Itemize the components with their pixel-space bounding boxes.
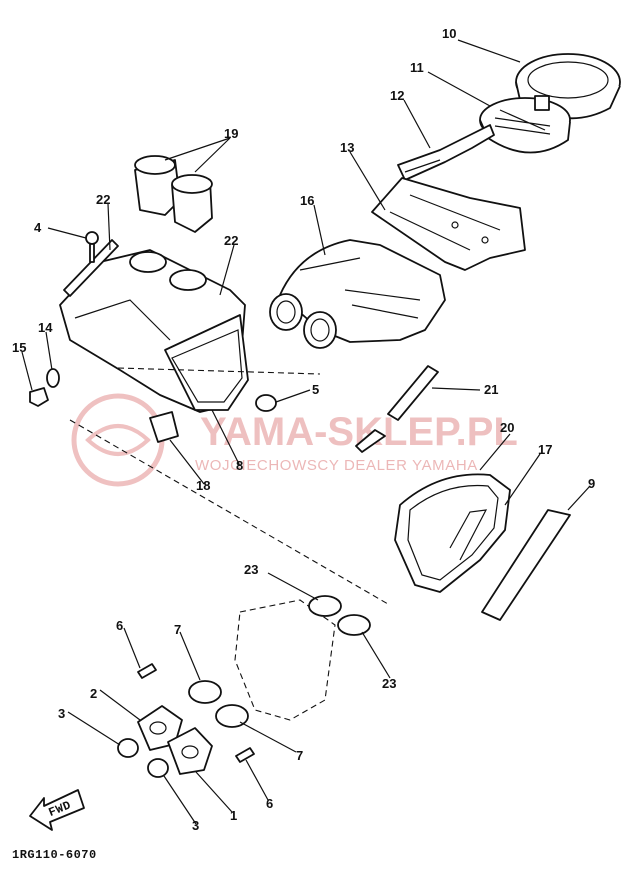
part-7-clamp-upper <box>188 680 222 704</box>
callout-18: 18 <box>196 478 210 493</box>
part-13-gasket-plate <box>371 177 526 271</box>
callout-22-left: 22 <box>96 192 110 207</box>
watermark: YAMA-SKLEP.PL WOJCIECHOWSCY DEALER YAMAH… <box>71 393 518 487</box>
callout-15: 15 <box>12 340 26 355</box>
part-22-seal-strip <box>63 239 119 297</box>
part-4-screw <box>85 231 99 263</box>
callout-21: 21 <box>484 382 498 397</box>
callout-14: 14 <box>38 320 53 335</box>
callout-3-upper: 3 <box>58 706 65 721</box>
part-7-clamp-lower <box>215 704 249 728</box>
callout-19: 19 <box>224 126 238 141</box>
diagram-reference-code: 1RG110-6070 <box>12 848 97 862</box>
callout-7-lower: 7 <box>296 748 303 763</box>
part-14-washer <box>46 368 60 388</box>
part-3-o-ring-lower <box>147 758 169 778</box>
callout-23-upper: 23 <box>244 562 258 577</box>
part-21-hose <box>355 365 439 453</box>
part-6-bolt-upper <box>137 663 157 679</box>
callout-10: 10 <box>442 26 456 41</box>
engine-outline <box>234 599 336 721</box>
callout-13: 13 <box>340 140 354 155</box>
part-16-intake-duct <box>269 239 446 349</box>
callout-17: 17 <box>538 442 552 457</box>
part-3-o-ring-upper <box>117 738 139 758</box>
leader-lines <box>21 39 591 825</box>
part-12-breather-pipe <box>397 124 495 181</box>
part-6-bolt-lower <box>235 747 255 763</box>
callout-3-lower: 3 <box>192 818 199 833</box>
part-1-joint <box>167 727 213 775</box>
callout-20: 20 <box>500 420 514 435</box>
callout-7-upper: 7 <box>174 622 181 637</box>
callout-6-lower: 6 <box>266 796 273 811</box>
part-2-joint <box>137 705 183 751</box>
callout-16: 16 <box>300 193 314 208</box>
part-15-nut <box>29 387 49 407</box>
part-18-drain-plug <box>149 411 179 443</box>
part-11-filter-element <box>479 95 571 154</box>
part-airbox-housing <box>59 249 249 413</box>
fwd-arrow-icon: FWD <box>29 789 85 831</box>
callout-1: 1 <box>230 808 237 823</box>
callout-2: 2 <box>90 686 97 701</box>
part-9-strap <box>481 509 571 621</box>
watermark-subtitle: WOJCIECHOWSCY DEALER YAMAHA <box>195 457 478 474</box>
callouts: 10 11 12 13 16 19 22 22 4 14 15 5 21 20 … <box>12 26 595 833</box>
callout-5: 5 <box>312 382 319 397</box>
part-17-20-filter-case <box>394 473 511 593</box>
part-23-clamp-lower <box>337 614 371 636</box>
callout-22-right: 22 <box>224 233 238 248</box>
part-19-joints <box>134 155 213 233</box>
callout-8: 8 <box>236 458 243 473</box>
part-5-grommet <box>255 394 277 412</box>
callout-6-upper: 6 <box>116 618 123 633</box>
callout-9: 9 <box>588 476 595 491</box>
callout-11: 11 <box>410 60 424 75</box>
callout-12: 12 <box>390 88 404 103</box>
callout-23-lower: 23 <box>382 676 396 691</box>
part-23-clamp-upper <box>308 595 342 617</box>
callout-4: 4 <box>34 220 42 235</box>
